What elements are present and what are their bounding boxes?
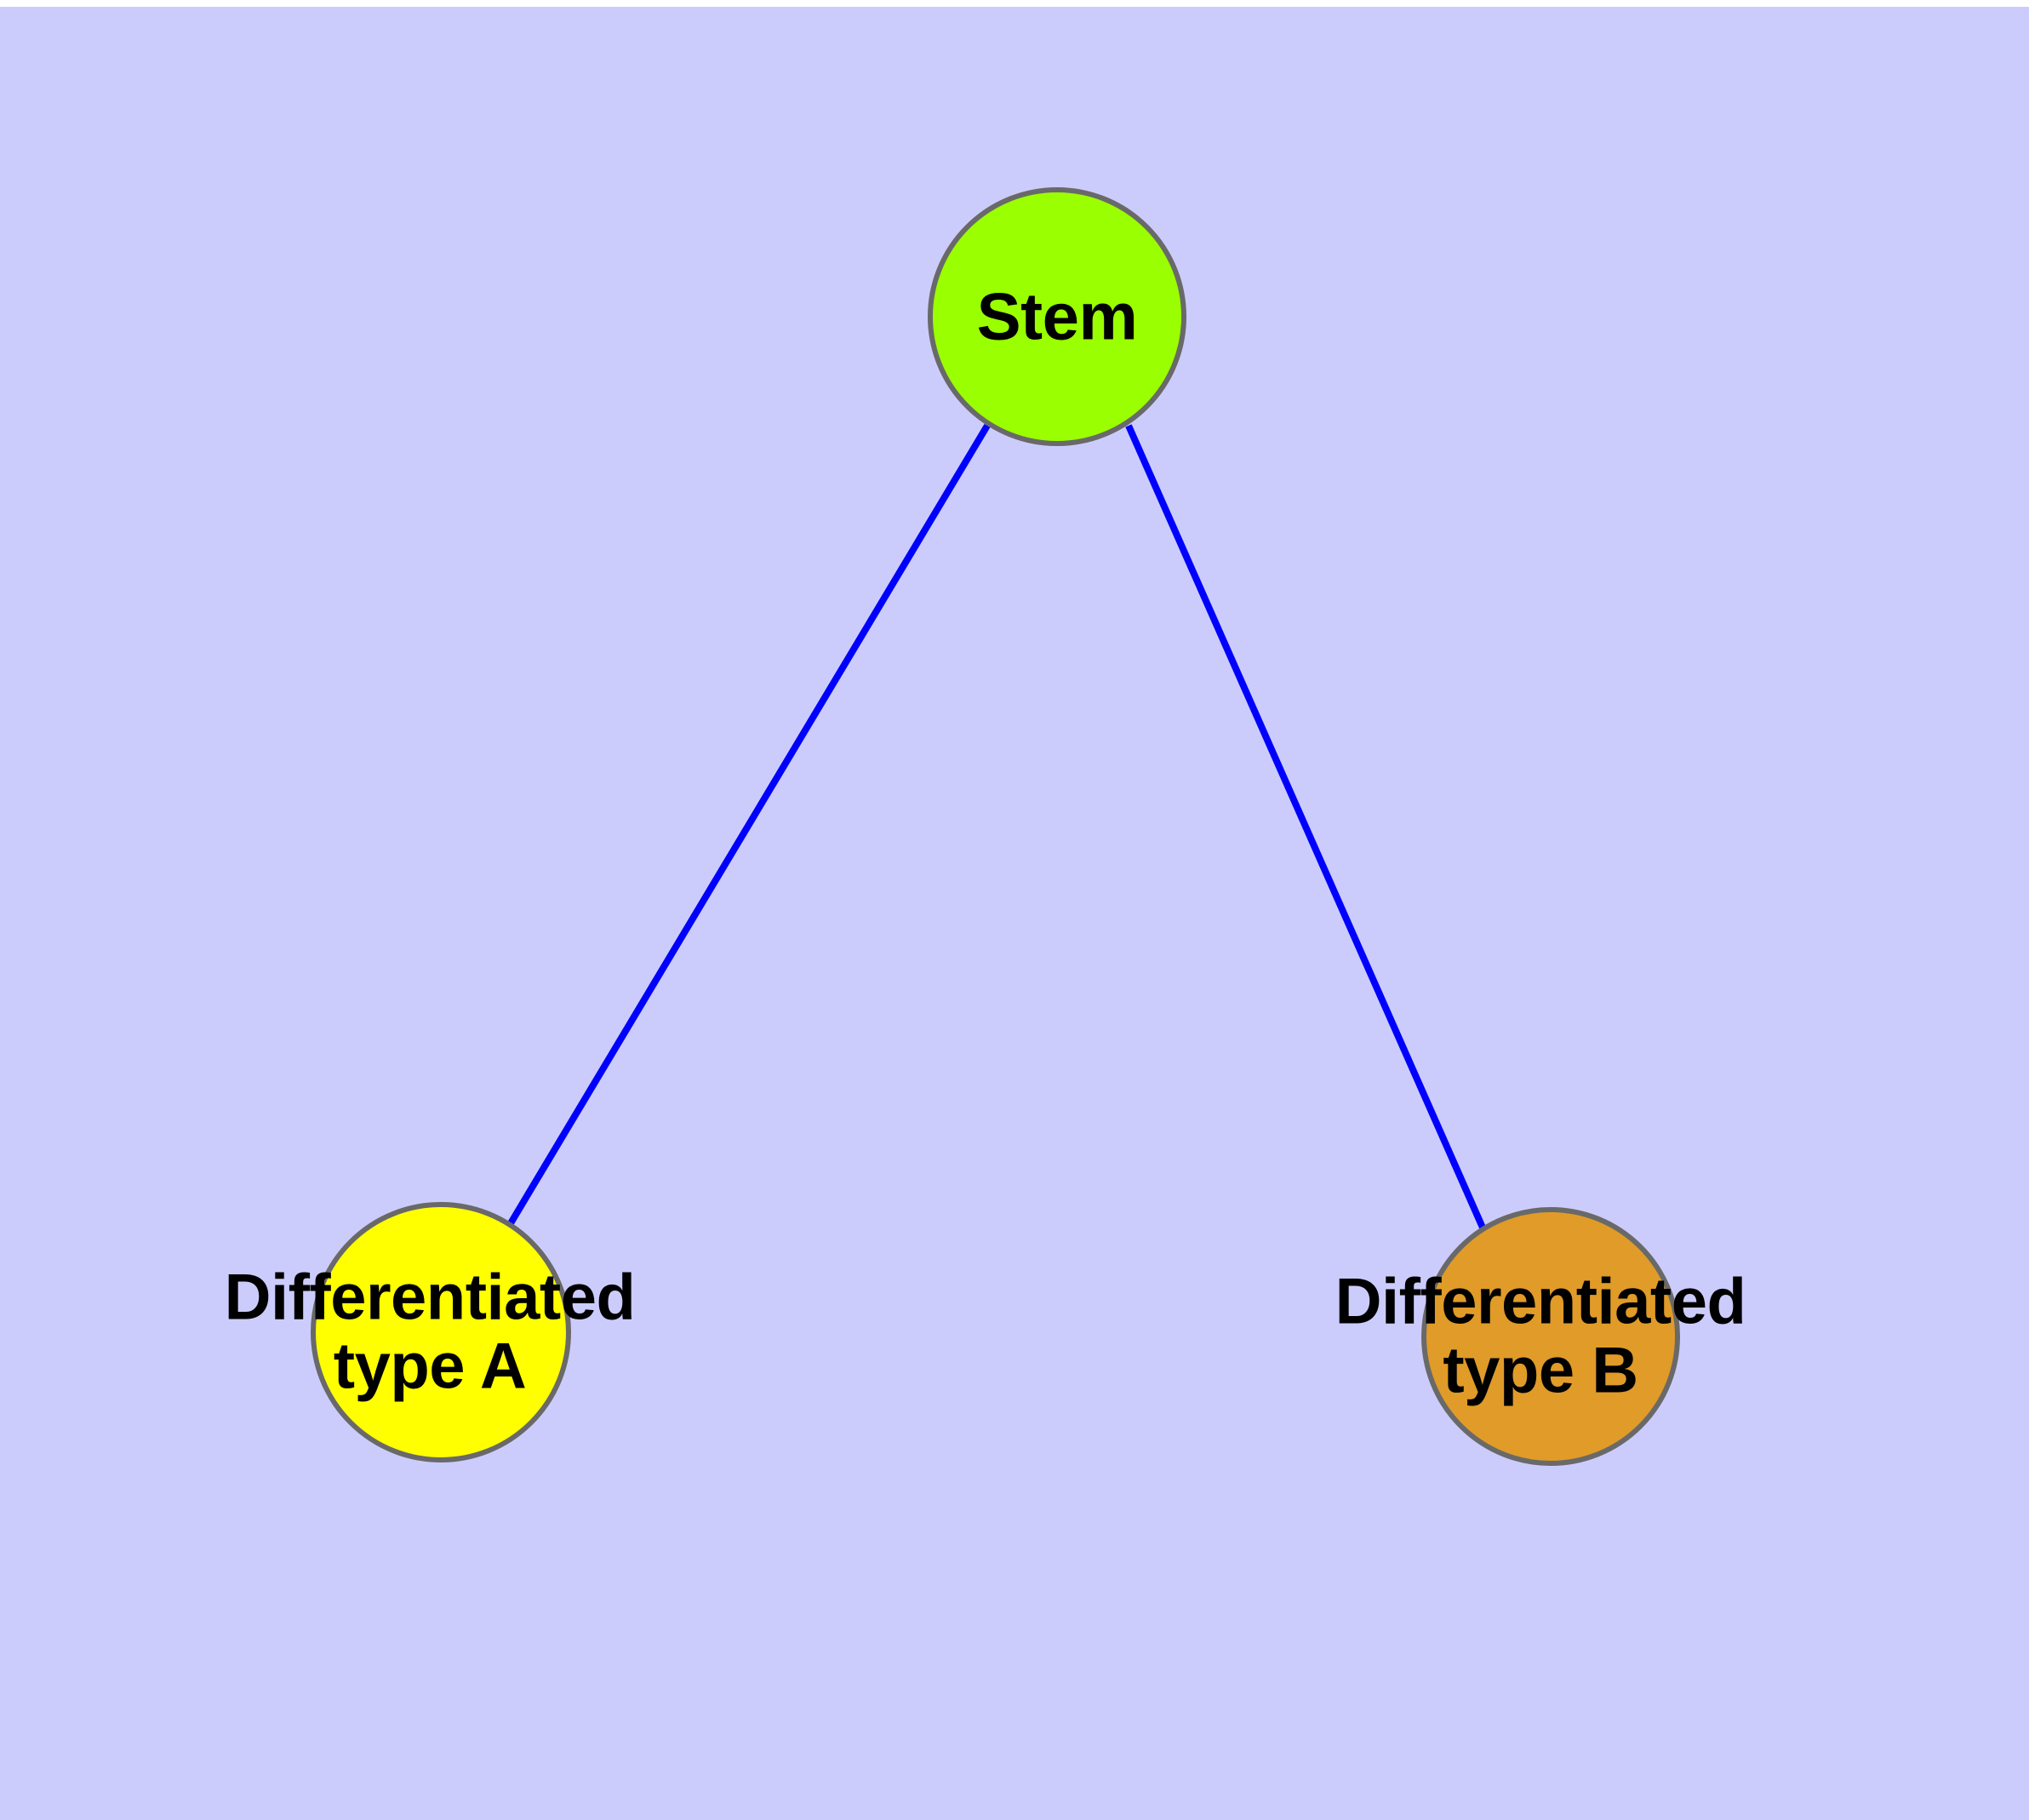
node-circle-diff-a[interactable]	[311, 1202, 571, 1462]
edge-stem-to-diff-b[interactable]	[1125, 424, 1486, 1229]
edge-stem-to-diff-a[interactable]	[507, 423, 991, 1226]
node-circle-stem[interactable]	[928, 187, 1186, 446]
node-circle-diff-b[interactable]	[1421, 1207, 1680, 1466]
edge-layer	[507, 423, 1486, 1229]
node-layer	[311, 187, 1680, 1466]
